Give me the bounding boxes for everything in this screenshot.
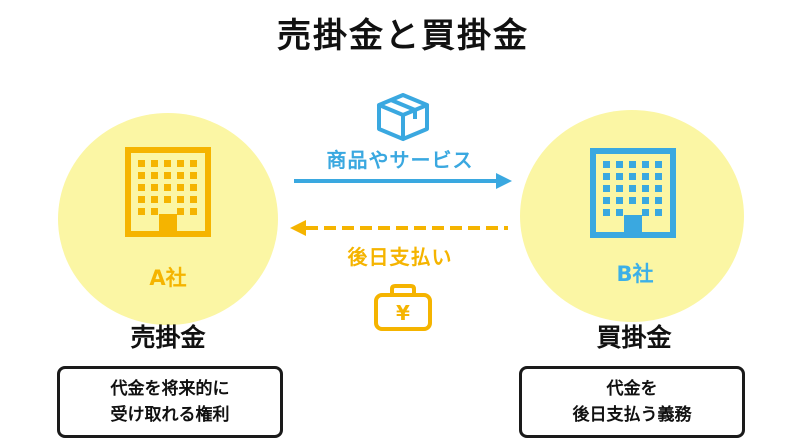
building-window <box>642 185 649 192</box>
building-window <box>190 160 197 167</box>
building-window <box>138 208 145 215</box>
building-window <box>164 160 171 167</box>
building-window <box>642 197 649 204</box>
building-window <box>655 209 662 216</box>
money-bag-icon: ¥ <box>374 284 432 331</box>
building-window <box>642 209 649 216</box>
payable-description-line: 後日支払う義務 <box>572 405 692 425</box>
building-window <box>603 185 610 192</box>
payment-flow-label: 後日支払い <box>347 245 453 269</box>
building-window <box>642 173 649 180</box>
company-b-label: B社 <box>616 262 654 286</box>
package-box-icon <box>377 93 429 141</box>
yen-symbol: ¥ <box>396 301 410 325</box>
building-window <box>190 172 197 179</box>
building-window <box>151 160 158 167</box>
building-window <box>655 161 662 168</box>
goods-flow-label: 商品やサービス <box>326 148 474 172</box>
building-window <box>177 160 184 167</box>
building-window <box>164 184 171 191</box>
company-a-label: A社 <box>149 266 187 290</box>
receivable-description-line: 受け取れる権利 <box>110 405 230 425</box>
building-window <box>164 172 171 179</box>
building-window <box>655 197 662 204</box>
building-b-icon <box>590 148 676 238</box>
building-window <box>616 185 623 192</box>
building-window <box>151 184 158 191</box>
building-a-icon <box>125 147 211 237</box>
building-window <box>603 209 610 216</box>
building-window <box>190 196 197 203</box>
goods-arrow <box>294 173 512 189</box>
building-window <box>190 184 197 191</box>
building-window <box>177 196 184 203</box>
receivable-title: 売掛金 <box>130 323 206 352</box>
building-window <box>629 161 636 168</box>
building-window <box>616 197 623 204</box>
building-window <box>151 196 158 203</box>
payment-arrow <box>290 220 508 236</box>
building-window <box>616 161 623 168</box>
payable-title: 買掛金 <box>596 323 672 352</box>
building-window <box>642 161 649 168</box>
building-window <box>138 172 145 179</box>
building-window <box>177 172 184 179</box>
building-window <box>151 208 158 215</box>
building-window <box>164 196 171 203</box>
building-window <box>151 172 158 179</box>
payable-description-line: 代金を <box>606 379 658 399</box>
receivable-description-line: 代金を将来的に <box>110 379 230 399</box>
building-window <box>177 208 184 215</box>
building-window <box>603 161 610 168</box>
building-window <box>603 197 610 204</box>
building-window <box>616 209 623 216</box>
building-window <box>138 196 145 203</box>
building-window <box>655 173 662 180</box>
building-window <box>138 160 145 167</box>
building-window <box>190 208 197 215</box>
building-window <box>616 173 623 180</box>
building-window <box>177 184 184 191</box>
page-title: 売掛金と買掛金 <box>277 16 529 56</box>
building-window <box>629 173 636 180</box>
building-window <box>138 184 145 191</box>
building-window <box>629 197 636 204</box>
building-window <box>603 173 610 180</box>
building-window <box>655 185 662 192</box>
receivable-description: 代金を将来的に 受け取れる権利 <box>57 366 283 438</box>
building-window <box>629 185 636 192</box>
payable-description: 代金を 後日支払う義務 <box>519 366 745 438</box>
